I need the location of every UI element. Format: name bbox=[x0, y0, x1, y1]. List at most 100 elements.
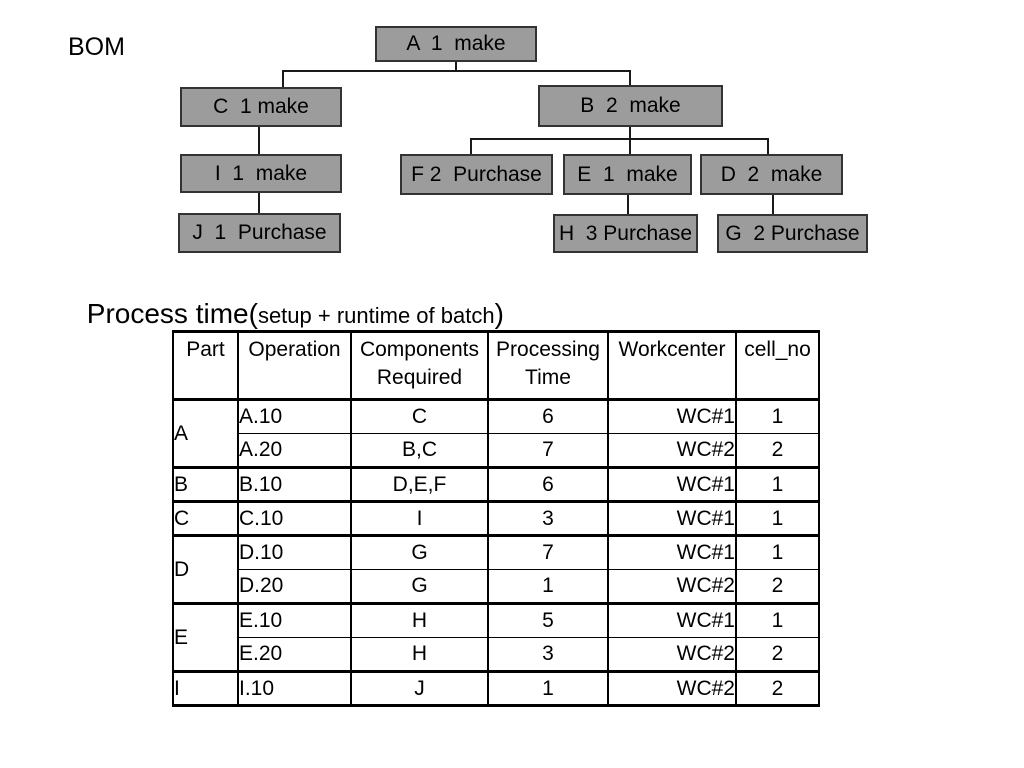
time-cell: 7 bbox=[487, 433, 609, 468]
connector-a-children bbox=[282, 70, 631, 72]
components-cell: I bbox=[350, 500, 489, 536]
col-header-cell-no: cell_no bbox=[735, 330, 820, 401]
cell-no-cell: 1 bbox=[735, 602, 820, 638]
cell-no-cell: 1 bbox=[735, 466, 820, 502]
table-row: E E.10 H 5 WC#1 1 bbox=[172, 602, 820, 672]
connector-a-stub bbox=[455, 62, 457, 70]
cell-no-cell: 2 bbox=[735, 670, 820, 707]
connector-drop-f bbox=[470, 138, 472, 154]
connector-d-g bbox=[772, 195, 774, 214]
part-cell: B bbox=[172, 466, 239, 502]
workcenter-cell: WC#1 bbox=[607, 500, 737, 536]
part-cell: A bbox=[172, 398, 239, 468]
process-time-heading: Process time(setup + runtime of batch) bbox=[69, 280, 504, 348]
operation-cell: I.10 bbox=[237, 670, 352, 707]
connector-e-h bbox=[627, 195, 629, 214]
workcenter-cell: WC#1 bbox=[607, 534, 737, 570]
bom-node-e: E 1 make bbox=[563, 154, 692, 195]
components-cell: J bbox=[350, 670, 489, 707]
time-cell: 5 bbox=[487, 602, 609, 638]
workcenter-cell: WC#1 bbox=[607, 398, 737, 434]
components-cell: H bbox=[350, 637, 489, 672]
components-cell: D,E,F bbox=[350, 466, 489, 502]
workcenter-cell: WC#2 bbox=[607, 637, 737, 672]
components-cell: G bbox=[350, 569, 489, 604]
table-row: A A.10 C 6 WC#1 1 bbox=[172, 398, 820, 468]
table-row: I I.10 J 1 WC#2 2 bbox=[172, 670, 820, 707]
col-header-workcenter: Workcenter bbox=[607, 330, 737, 401]
components-cell: B,C bbox=[350, 433, 489, 468]
bom-node-c: C 1 make bbox=[180, 87, 342, 127]
workcenter-cell: WC#1 bbox=[607, 602, 737, 638]
bom-node-j: J 1 Purchase bbox=[178, 213, 341, 253]
connector-drop-d bbox=[767, 138, 769, 154]
workcenter-cell: WC#2 bbox=[607, 670, 737, 707]
col-header-processing: Processing Time bbox=[487, 330, 609, 401]
connector-i-j bbox=[258, 193, 260, 213]
cell-no-cell: 2 bbox=[735, 569, 820, 604]
operation-cell: C.10 bbox=[237, 500, 352, 536]
cell-no-cell: 1 bbox=[735, 534, 820, 570]
process-time-table: Part Operation Components Required Proce… bbox=[172, 330, 820, 707]
time-cell: 3 bbox=[487, 637, 609, 672]
table-row: B B.10 D,E,F 6 WC#1 1 bbox=[172, 466, 820, 502]
cell-no-cell: 2 bbox=[735, 433, 820, 468]
cell-no-cell: 2 bbox=[735, 637, 820, 672]
time-cell: 1 bbox=[487, 569, 609, 604]
operation-cell: D.20 bbox=[237, 569, 352, 604]
col-header-components-line1: Components bbox=[359, 338, 480, 361]
operation-cell: A.10 bbox=[237, 398, 352, 434]
col-header-processing-line2: Time bbox=[525, 366, 571, 389]
time-cell: 7 bbox=[487, 534, 609, 570]
bom-node-i: I 1 make bbox=[180, 154, 342, 193]
operation-cell: E.10 bbox=[237, 602, 352, 638]
col-header-components-line2: Required bbox=[376, 366, 463, 389]
table-header-row: Part Operation Components Required Proce… bbox=[172, 330, 820, 401]
connector-b-children bbox=[470, 138, 769, 140]
components-cell: G bbox=[350, 534, 489, 570]
bom-node-h: H 3 Purchase bbox=[553, 214, 698, 253]
cell-no-cell: 1 bbox=[735, 398, 820, 434]
table-row: A.20 B,C 7 WC#2 2 bbox=[173, 433, 820, 468]
table-row: C C.10 I 3 WC#1 1 bbox=[172, 500, 820, 536]
operation-cell: A.20 bbox=[237, 433, 352, 468]
components-cell: H bbox=[350, 602, 489, 638]
connector-c-i bbox=[258, 127, 260, 154]
table-row: D D.10 G 7 WC#1 1 bbox=[172, 534, 820, 604]
bom-node-a: A 1 make bbox=[375, 26, 537, 62]
col-header-operation: Operation bbox=[237, 330, 352, 401]
part-cell: E bbox=[172, 602, 239, 672]
time-cell: 6 bbox=[487, 398, 609, 434]
operation-cell: E.20 bbox=[237, 637, 352, 672]
part-cell: I bbox=[172, 670, 239, 707]
heading-main: Process time( bbox=[86, 298, 258, 329]
bom-node-g: G 2 Purchase bbox=[717, 214, 868, 253]
connector-b-stub bbox=[629, 127, 631, 138]
workcenter-cell: WC#2 bbox=[607, 433, 737, 468]
operation-cell: B.10 bbox=[237, 466, 352, 502]
time-cell: 6 bbox=[487, 466, 609, 502]
connector-drop-b bbox=[629, 70, 631, 85]
table-row: D.20 G 1 WC#2 2 bbox=[173, 569, 820, 604]
time-cell: 1 bbox=[487, 670, 609, 707]
part-cell: D bbox=[172, 534, 239, 604]
part-cell: C bbox=[172, 500, 239, 536]
components-cell: C bbox=[350, 398, 489, 434]
operation-cell: D.10 bbox=[237, 534, 352, 570]
connector-drop-e bbox=[629, 138, 631, 154]
col-header-components: Components Required bbox=[350, 330, 489, 401]
table-row: E.20 H 3 WC#2 2 bbox=[173, 637, 820, 672]
bom-node-d: D 2 make bbox=[700, 154, 843, 195]
bom-node-b: B 2 make bbox=[538, 85, 723, 127]
workcenter-cell: WC#2 bbox=[607, 569, 737, 604]
col-header-processing-line1: Processing bbox=[496, 338, 600, 361]
bom-title: BOM bbox=[68, 33, 125, 61]
heading-close: ) bbox=[494, 298, 504, 329]
bom-node-f: F 2 Purchase bbox=[400, 154, 553, 195]
workcenter-cell: WC#1 bbox=[607, 466, 737, 502]
time-cell: 3 bbox=[487, 500, 609, 536]
col-header-part: Part bbox=[172, 330, 239, 401]
cell-no-cell: 1 bbox=[735, 500, 820, 536]
heading-sub: setup + runtime of batch bbox=[257, 303, 495, 328]
